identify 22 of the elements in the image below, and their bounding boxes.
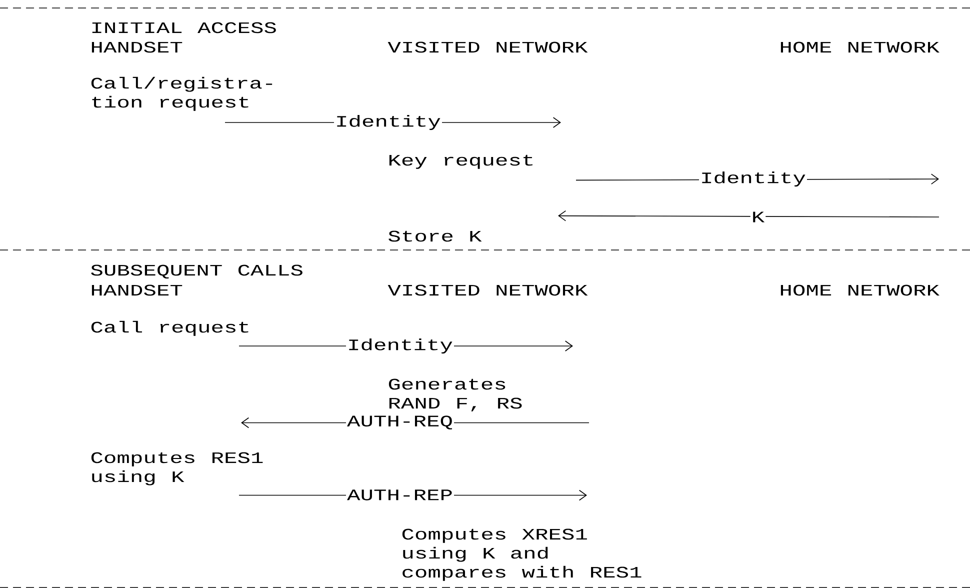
step-text: Call/registra- tion request [91,76,272,111]
step-text: Call request [91,320,248,336]
edge-label: AUTH-REP [346,488,454,502]
edge-label: Identity [346,338,454,354]
step-text: Computes XRES1 using K and compares with RES1 [402,528,642,581]
column-heading: HANDSET [92,42,182,53]
column-heading: VISITED NETWORK [388,284,588,296]
column-heading: HANDSET [92,284,182,296]
step-text: Generates RAND F, RS [388,378,522,412]
edge-label: Identity [699,170,807,188]
column-heading: VISITED NETWORK [388,42,588,53]
section-heading: SUBSEQUENT CALLS [91,264,302,279]
step-text: Computes RES1 using K [91,452,263,486]
arrow [558,210,940,222]
section-heading: INITIAL ACCESS [92,22,276,34]
edge-label: K [750,210,766,224]
edge-label: AUTH-REQ [346,414,454,430]
edge-label: Identity [334,114,442,131]
step-text: Store K [388,230,482,242]
step-text: Key request [389,154,532,169]
column-heading: HOME NETWORK [780,42,940,53]
column-heading: HOME NETWORK [780,284,940,296]
